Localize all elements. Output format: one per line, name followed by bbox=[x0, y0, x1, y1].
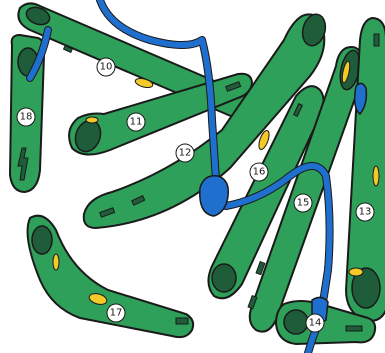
svg-text:12: 12 bbox=[179, 148, 192, 159]
hole-number-17: 17 bbox=[107, 304, 125, 322]
hole-number-18: 18 bbox=[17, 108, 35, 126]
hole-number-14: 14 bbox=[306, 314, 324, 332]
svg-text:10: 10 bbox=[100, 62, 113, 73]
svg-text:14: 14 bbox=[309, 318, 322, 329]
hole-number-12: 12 bbox=[176, 144, 194, 162]
hole-number-10: 10 bbox=[97, 58, 115, 76]
svg-text:16: 16 bbox=[253, 167, 266, 178]
svg-text:15: 15 bbox=[297, 198, 310, 209]
svg-text:18: 18 bbox=[20, 112, 33, 123]
hole-number-11: 11 bbox=[127, 113, 145, 131]
hole-number-16: 16 bbox=[250, 163, 268, 181]
hole-number-15: 15 bbox=[294, 194, 312, 212]
hole-number-13: 13 bbox=[356, 203, 374, 221]
svg-text:17: 17 bbox=[110, 308, 123, 319]
svg-text:11: 11 bbox=[130, 117, 143, 128]
svg-text:13: 13 bbox=[359, 207, 372, 218]
